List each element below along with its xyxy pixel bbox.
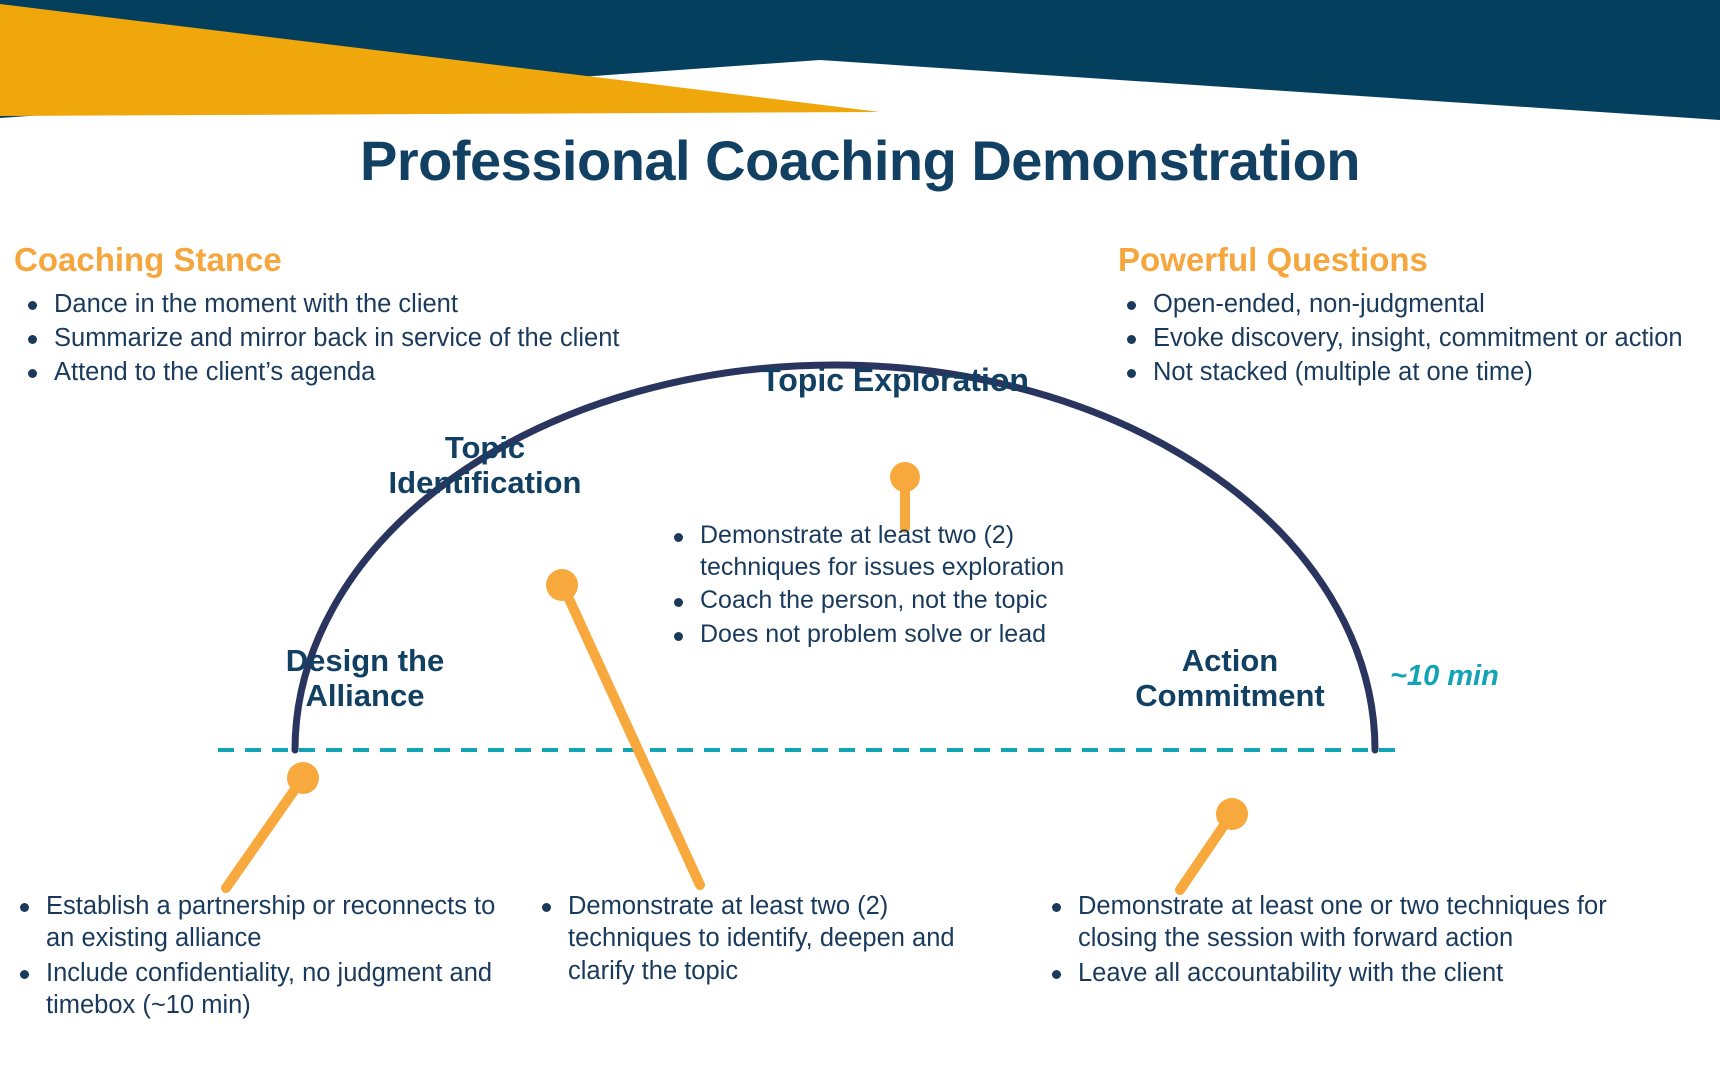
powerful-questions-list: Open-ended, non-judgmental Evoke discove… bbox=[1113, 288, 1713, 389]
timebox-annotation: ~10 min bbox=[1390, 660, 1499, 692]
powerful-questions-section: Powerful Questions Open-ended, non-judgm… bbox=[1113, 241, 1713, 391]
coaching-stance-list: Dance in the moment with the client Summ… bbox=[14, 288, 634, 389]
pin-design-the-alliance bbox=[221, 762, 319, 893]
list-item: Not stacked (multiple at one time) bbox=[1113, 356, 1713, 388]
stage-label-topic-exploration: Topic Exploration bbox=[761, 362, 1029, 398]
pin-action-commitment bbox=[1175, 798, 1248, 895]
design-the-alliance-bullets-section: Establish a partnership or reconnects to… bbox=[6, 890, 506, 1024]
list-item: Demonstrate at least one or two techniqu… bbox=[1038, 890, 1638, 955]
coaching-stance-section: Coaching Stance Dance in the moment with… bbox=[14, 241, 634, 391]
stage-label-topic-identification: Topic Identification bbox=[388, 430, 582, 501]
header-navy-shape bbox=[0, 0, 1720, 120]
page-title: Professional Coaching Demonstration bbox=[360, 129, 1361, 192]
action-commitment-list: Demonstrate at least one or two techniqu… bbox=[1038, 890, 1638, 989]
topic-exploration-bullets-section: Demonstrate at least two (2) techniques … bbox=[660, 520, 1130, 652]
list-item: Attend to the client’s agenda bbox=[14, 356, 634, 388]
list-item: Summarize and mirror back in service of … bbox=[14, 322, 634, 354]
stage-label-action-commitment: Action Commitment bbox=[1135, 643, 1325, 714]
list-item: Establish a partnership or reconnects to… bbox=[6, 890, 506, 955]
powerful-questions-heading: Powerful Questions bbox=[1118, 241, 1428, 278]
list-item: Coach the person, not the topic bbox=[660, 585, 1130, 617]
header-orange-shape bbox=[0, 4, 880, 116]
header-chevron-band bbox=[0, 0, 1720, 120]
coaching-stance-heading: Coaching Stance bbox=[14, 241, 282, 278]
list-item: Does not problem solve or lead bbox=[660, 619, 1130, 651]
list-item: Leave all accountability with the client bbox=[1038, 957, 1638, 989]
list-item: Open-ended, non-judgmental bbox=[1113, 288, 1713, 320]
list-item: Dance in the moment with the client bbox=[14, 288, 634, 320]
list-item: Include confidentiality, no judgment and… bbox=[6, 957, 506, 1022]
topic-exploration-list: Demonstrate at least two (2) techniques … bbox=[660, 520, 1130, 650]
pin-topic-exploration bbox=[890, 462, 920, 533]
list-item: Evoke discovery, insight, commitment or … bbox=[1113, 322, 1713, 354]
topic-identification-list: Demonstrate at least two (2) techniques … bbox=[528, 890, 958, 987]
list-item: Demonstrate at least two (2) techniques … bbox=[660, 520, 1130, 583]
stage-label-design-the-alliance: Design the Alliance bbox=[285, 643, 445, 714]
list-item: Demonstrate at least two (2) techniques … bbox=[528, 890, 958, 987]
topic-identification-bullets-section: Demonstrate at least two (2) techniques … bbox=[528, 890, 958, 989]
design-the-alliance-list: Establish a partnership or reconnects to… bbox=[6, 890, 506, 1022]
action-commitment-bullets-section: Demonstrate at least one or two techniqu… bbox=[1038, 890, 1638, 991]
